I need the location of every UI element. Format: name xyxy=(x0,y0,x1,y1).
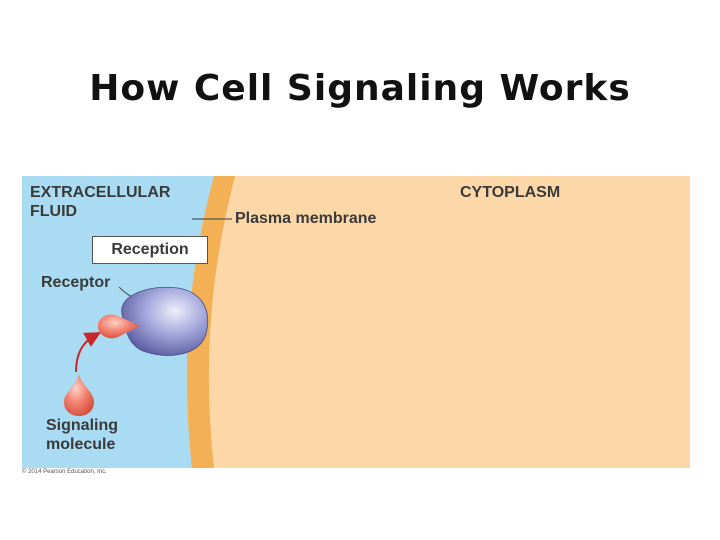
binding-arrow-icon xyxy=(75,332,101,373)
bound-ligand xyxy=(98,314,140,339)
plasma-membrane-label: Plasma membrane xyxy=(235,210,377,227)
cytoplasm-label: CYTOPLASM xyxy=(460,184,561,201)
receptor-protein xyxy=(121,286,209,356)
receptor-label: Receptor xyxy=(41,274,111,291)
signaling-molecule-shape xyxy=(64,374,94,416)
slide-title: How Cell Signaling Works xyxy=(89,68,631,109)
copyright-notice: © 2014 Pearson Education, Inc. xyxy=(22,469,107,475)
reception-label: Reception xyxy=(92,236,208,264)
signaling-molecule-label: Signaling molecule xyxy=(46,417,118,453)
extracellular-fluid-label: EXTRACELLULAR FLUID xyxy=(30,184,171,220)
cell-signaling-figure: EXTRACELLULAR FLUID CYTOPLASM Plasma mem… xyxy=(22,176,690,468)
cell-diagram xyxy=(22,176,690,468)
